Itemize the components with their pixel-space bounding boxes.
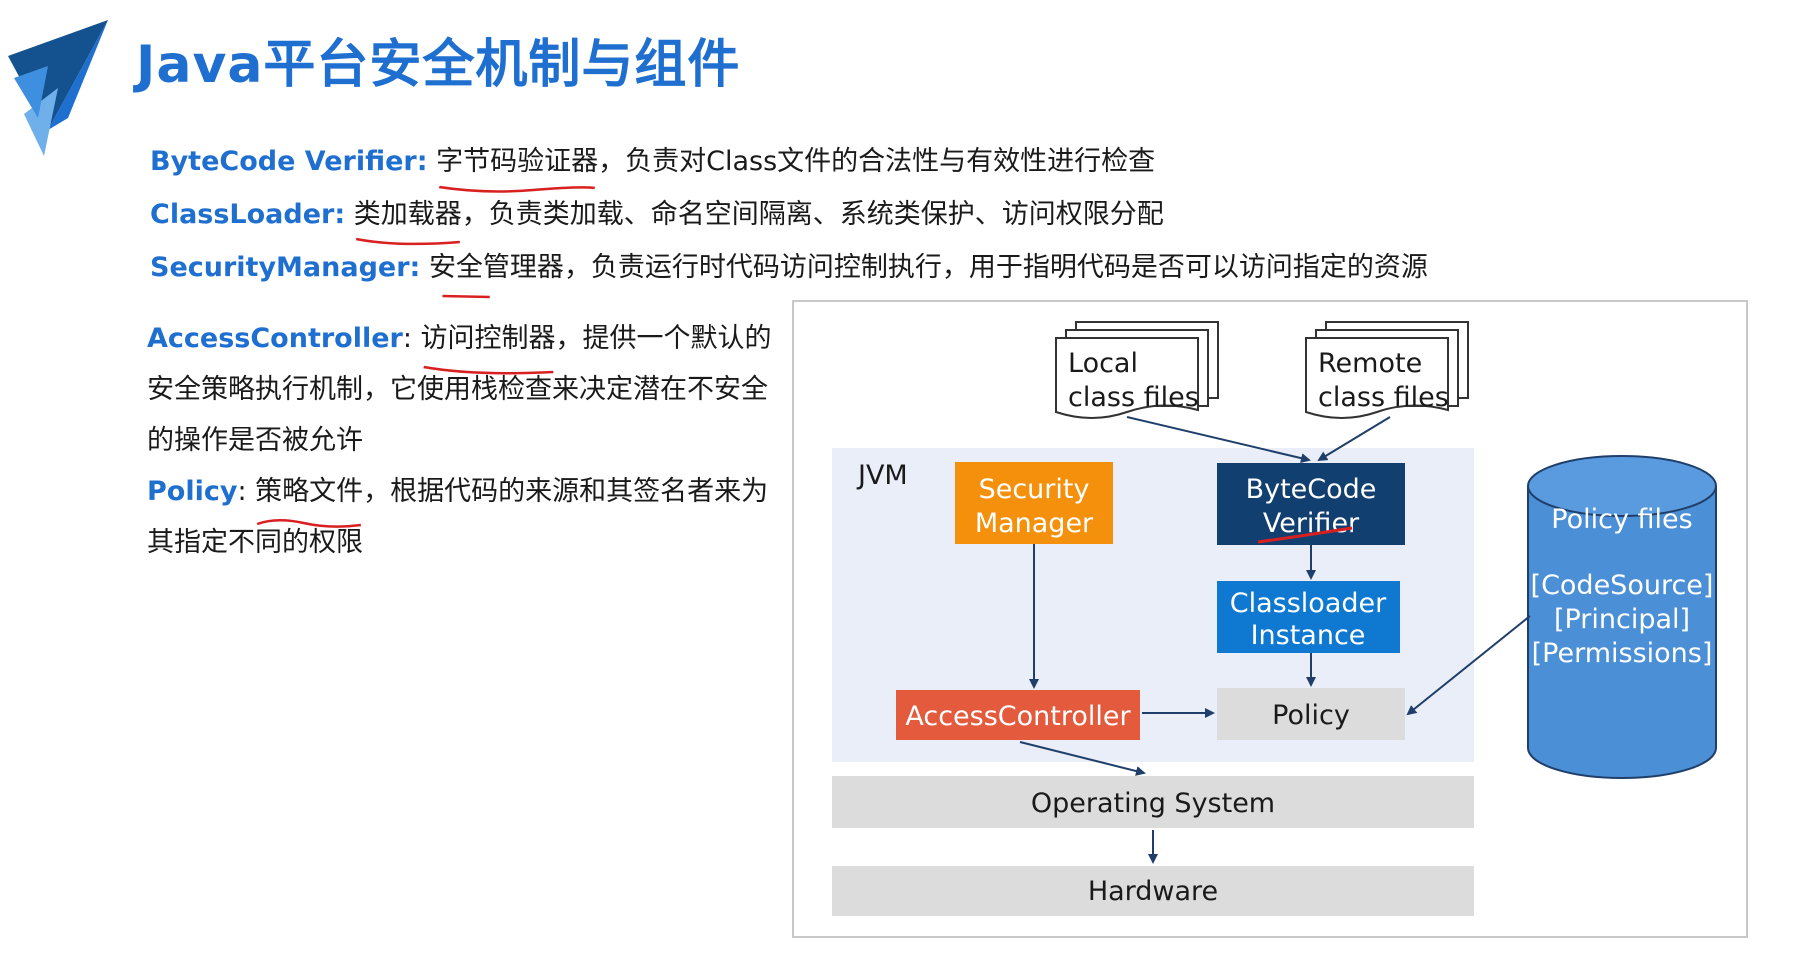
definition-desc: ，负责运行时代码访问控制执行，用于指明代码是否可以访问指定的资源 [563, 252, 1428, 283]
remote-files-line1: Remote [1318, 348, 1422, 379]
bytecode-verifier-box: ByteCode Verifier [1217, 463, 1405, 545]
svg-text:ByteCode: ByteCode [1246, 474, 1377, 505]
svg-text:Security: Security [979, 474, 1090, 505]
red-underline [256, 519, 362, 528]
access-controller-paragraph: AccessController: 访问控制器，提供一个默认的安全策略执行机制，… [147, 313, 787, 466]
svg-text:AccessController: AccessController [905, 701, 1131, 732]
term-label: ClassLoader: [150, 199, 346, 230]
arrow-remote-to-verifier [1317, 416, 1391, 462]
local-files-line2: class files [1068, 382, 1199, 413]
term-label: SecurityManager: [150, 252, 421, 283]
arrow-accessctl-to-os [1019, 741, 1146, 776]
local-files-line1: Local [1068, 348, 1138, 379]
highlighted-name: 类加载器 [354, 195, 462, 246]
separator: : [402, 323, 421, 354]
svg-text:Instance: Instance [1251, 620, 1366, 651]
arrow-policyfiles-to-policy [1406, 615, 1531, 716]
left-paragraph: AccessController: 访问控制器，提供一个默认的安全策略执行机制，… [147, 313, 787, 568]
definition-classloader: ClassLoader: 类加载器，负责类加载、命名空间隔离、系统类保护、访问权… [150, 195, 1164, 246]
svg-text:Classloader: Classloader [1230, 588, 1387, 619]
red-underline [355, 237, 460, 246]
svg-text:Manager: Manager [975, 508, 1094, 539]
hardware-box: Hardware [832, 866, 1474, 916]
security-manager-box: Security Manager [955, 462, 1113, 544]
definition-desc: ，负责对Class文件的合法性与有效性进行检查 [598, 146, 1156, 177]
highlighted-name: 字节码验证器 [436, 142, 598, 193]
red-underline [442, 294, 490, 299]
policy-files-title: Policy files [1551, 504, 1692, 535]
svg-text:Policy: Policy [1272, 700, 1350, 731]
access-controller-box: AccessController [896, 690, 1140, 740]
policy-files-item: [Principal] [1554, 604, 1690, 635]
red-underline [422, 365, 553, 375]
page-title: Java平台安全机制与组件 [136, 35, 741, 95]
policy-files-item: [CodeSource] [1531, 570, 1714, 601]
paragraph-desc: ，根据代码的来源和其签名者来为其指定不同的权限 [147, 476, 769, 558]
policy-box: Policy [1217, 688, 1405, 740]
jvm-label: JVM [856, 460, 908, 491]
classloader-instance-box: Classloader Instance [1217, 581, 1400, 653]
policy-paragraph: Policy: 策略文件，根据代码的来源和其签名者来为其指定不同的权限 [147, 466, 787, 568]
connector-arrows [1019, 416, 1531, 864]
remote-class-files: Remote class files [1305, 321, 1469, 419]
separator: : [237, 476, 256, 507]
local-class-files: Local class files [1055, 321, 1219, 419]
definition-desc: ，负责类加载、命名空间隔离、系统类保护、访问权限分配 [461, 199, 1164, 230]
term-label: ByteCode Verifier: [150, 146, 428, 177]
highlighted-name: 访问控制器 [421, 313, 556, 375]
highlighted-name: 安全管理器 [429, 248, 564, 299]
red-underline [1257, 526, 1353, 544]
definition-bytecode-verifier: ByteCode Verifier: 字节码验证器，负责对Class文件的合法性… [150, 142, 1156, 193]
policy-files-item: [Permissions] [1532, 638, 1713, 669]
highlighted-name: 策略文件 [255, 466, 363, 528]
architecture-diagram: JVM Local class files Remote class files… [792, 300, 1748, 938]
definition-security-manager: SecurityManager: 安全管理器，负责运行时代码访问控制执行，用于指… [150, 248, 1428, 299]
svg-text:Operating System: Operating System [1031, 788, 1275, 819]
paragraph-desc: ，提供一个默认的安全策略执行机制，它使用栈检查来决定潜在不安全的操作是否被允许 [147, 323, 772, 456]
logo-icon [8, 20, 108, 156]
svg-text:Hardware: Hardware [1088, 876, 1218, 907]
operating-system-box: Operating System [832, 776, 1474, 828]
red-underline [438, 185, 596, 193]
remote-files-line2: class files [1318, 382, 1449, 413]
term-label: Policy [147, 476, 238, 507]
arrow-local-to-verifier [1126, 416, 1311, 464]
policy-files-cylinder: Policy files [CodeSource] [Principal] [P… [1527, 455, 1717, 779]
term-label: AccessController [147, 323, 403, 354]
